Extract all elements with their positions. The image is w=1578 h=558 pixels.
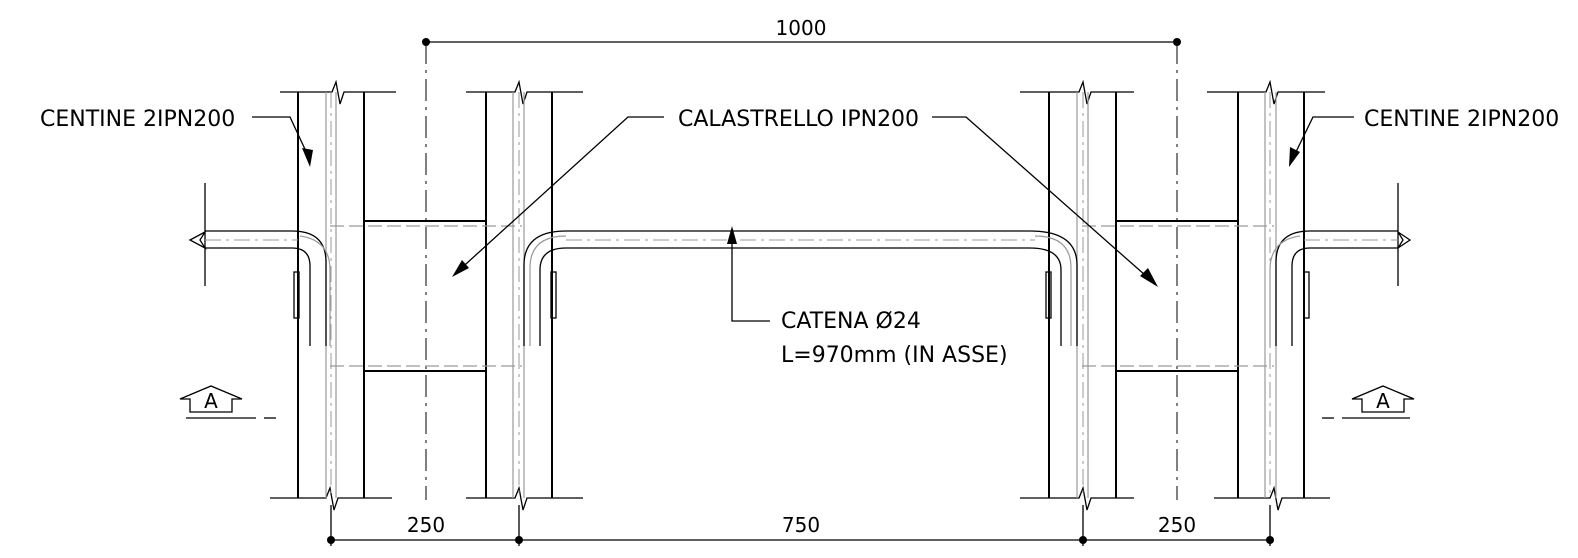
dimension-bottom-left-label: 250	[407, 513, 445, 537]
label-catena-1: CATENA Ø24	[781, 309, 921, 334]
section-marker-right-label: A	[1376, 389, 1390, 413]
label-catena-2: L=970mm (IN ASSE)	[781, 343, 1008, 368]
label-calastrello: CALASTRELLO IPN200	[678, 107, 919, 132]
column-group-left	[270, 79, 583, 511]
dimension-top: 1000	[422, 16, 1181, 46]
label-centine-right: CENTINE 2IPN200	[1364, 107, 1559, 132]
labels: CENTINE 2IPN200 CALASTRELLO IPN200 CENTI…	[40, 107, 1559, 368]
dimension-bottom-right-label: 250	[1158, 513, 1196, 537]
dimension-bottom: 250 750 250	[327, 505, 1274, 546]
column-group-right	[1020, 79, 1330, 511]
axis-lines	[425, 42, 1178, 500]
dimension-bottom-middle-label: 750	[782, 513, 820, 537]
section-marker-right: A	[1322, 385, 1415, 419]
section-marker-left: A	[179, 385, 276, 419]
section-marker-left-label: A	[204, 389, 218, 413]
dimension-top-label: 1000	[776, 16, 827, 40]
label-centine-left: CENTINE 2IPN200	[40, 107, 235, 132]
tie-rod	[188, 183, 1412, 346]
